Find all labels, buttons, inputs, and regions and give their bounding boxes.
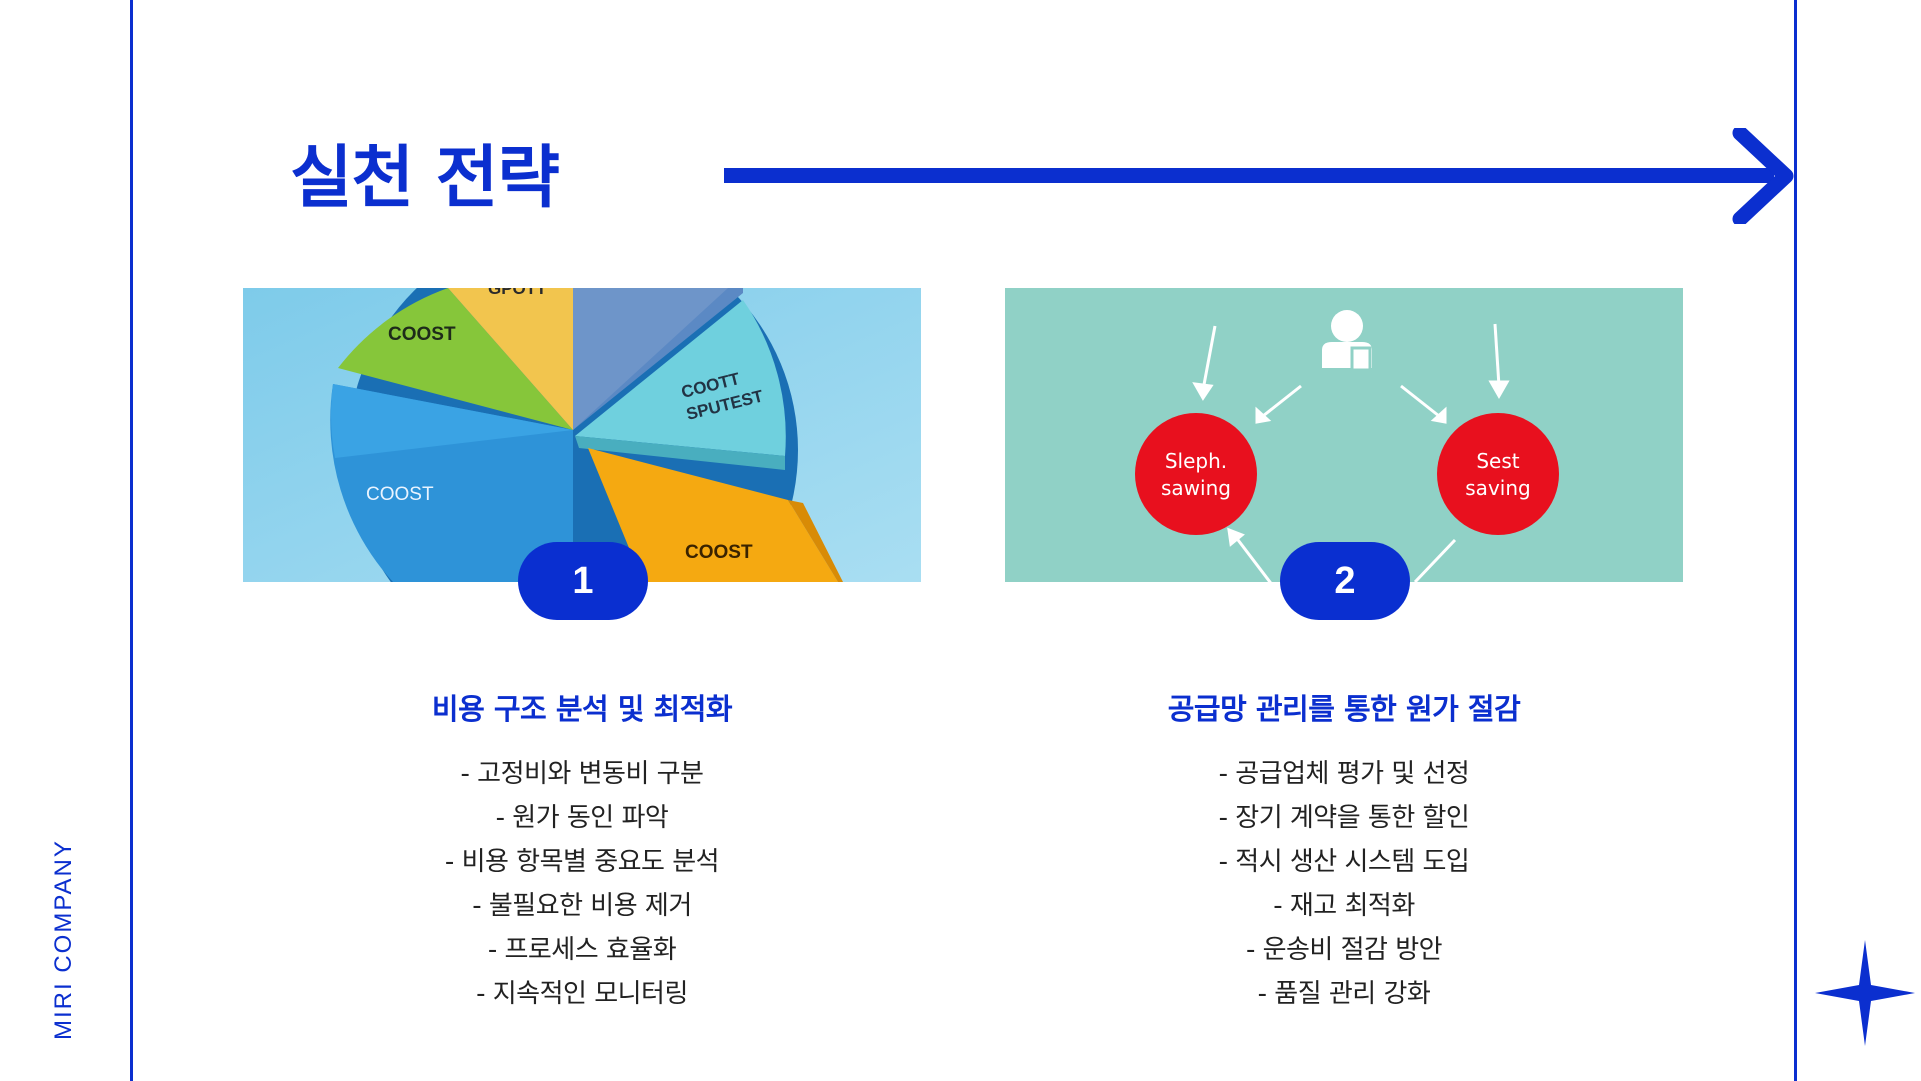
list-item: - 공급업체 평가 및 선정	[1218, 759, 1470, 789]
person-icon	[1322, 310, 1372, 372]
circle-label-left-2: sawing	[1161, 476, 1231, 500]
list-item: - 지속적인 모니터링	[476, 979, 688, 1009]
section-2: 공급망 관리를 통한 원가 절감 - 공급업체 평가 및 선정 - 장기 계약을…	[1064, 686, 1624, 1016]
section-2-heading: 공급망 관리를 통한 원가 절감	[1167, 692, 1521, 726]
four-point-star-icon	[1815, 940, 1915, 1046]
arrow-right-icon	[724, 128, 1794, 224]
list-item: - 고정비와 변동비 구분	[460, 759, 704, 789]
section-1: 비용 구조 분석 및 최적화 - 고정비와 변동비 구분 - 원가 동인 파악 …	[302, 686, 862, 1016]
circle-label-right-1: Sest	[1476, 449, 1519, 473]
left-rule	[130, 0, 133, 1081]
circle-label-left-1: Sleph.	[1165, 449, 1227, 473]
list-item: - 프로세스 효율화	[487, 935, 677, 965]
pie-label-gpott: GPOTT	[488, 288, 547, 298]
step-badge-2: 2	[1280, 542, 1410, 620]
list-item: - 적시 생산 시스템 도입	[1218, 847, 1470, 877]
section-1-list: - 고정비와 변동비 구분 - 원가 동인 파악 - 비용 항목별 중요도 분석…	[302, 752, 862, 1016]
section-2-list: - 공급업체 평가 및 선정 - 장기 계약을 통한 할인 - 적시 생산 시스…	[1064, 752, 1624, 1016]
list-item: - 불필요한 비용 제거	[472, 891, 692, 921]
right-red-circle	[1437, 413, 1559, 535]
left-red-circle	[1135, 413, 1257, 535]
section-1-heading: 비용 구조 분석 및 최적화	[431, 692, 733, 726]
step-badge-1: 1	[518, 542, 648, 620]
right-rule	[1794, 0, 1797, 1081]
brand-name: MIRI COMPANY	[50, 839, 77, 1040]
list-item: - 비용 항목별 중요도 분석	[444, 847, 720, 877]
pie-label-coost-blue: COOST	[366, 484, 434, 505]
pie-label-coost-orange: COOST	[685, 542, 753, 563]
circle-label-right-2: saving	[1465, 476, 1530, 500]
pie-chart-image: GPOTT COOST COOTT SPUTEST COOST COOST	[243, 288, 921, 582]
list-item: - 운송비 절감 방안	[1245, 935, 1443, 965]
list-item: - 원가 동인 파악	[495, 803, 669, 833]
list-item: - 품질 관리 강화	[1257, 979, 1431, 1009]
supply-cycle-image: Sleph. sawing Sest saving	[1005, 288, 1683, 582]
page-title: 실천 전략	[290, 139, 560, 218]
list-item: - 재고 최적화	[1273, 891, 1415, 921]
flow-arrows	[1192, 323, 1510, 582]
list-item: - 장기 계약을 통한 할인	[1218, 803, 1470, 833]
pie-label-coost-green: COOST	[388, 324, 456, 345]
